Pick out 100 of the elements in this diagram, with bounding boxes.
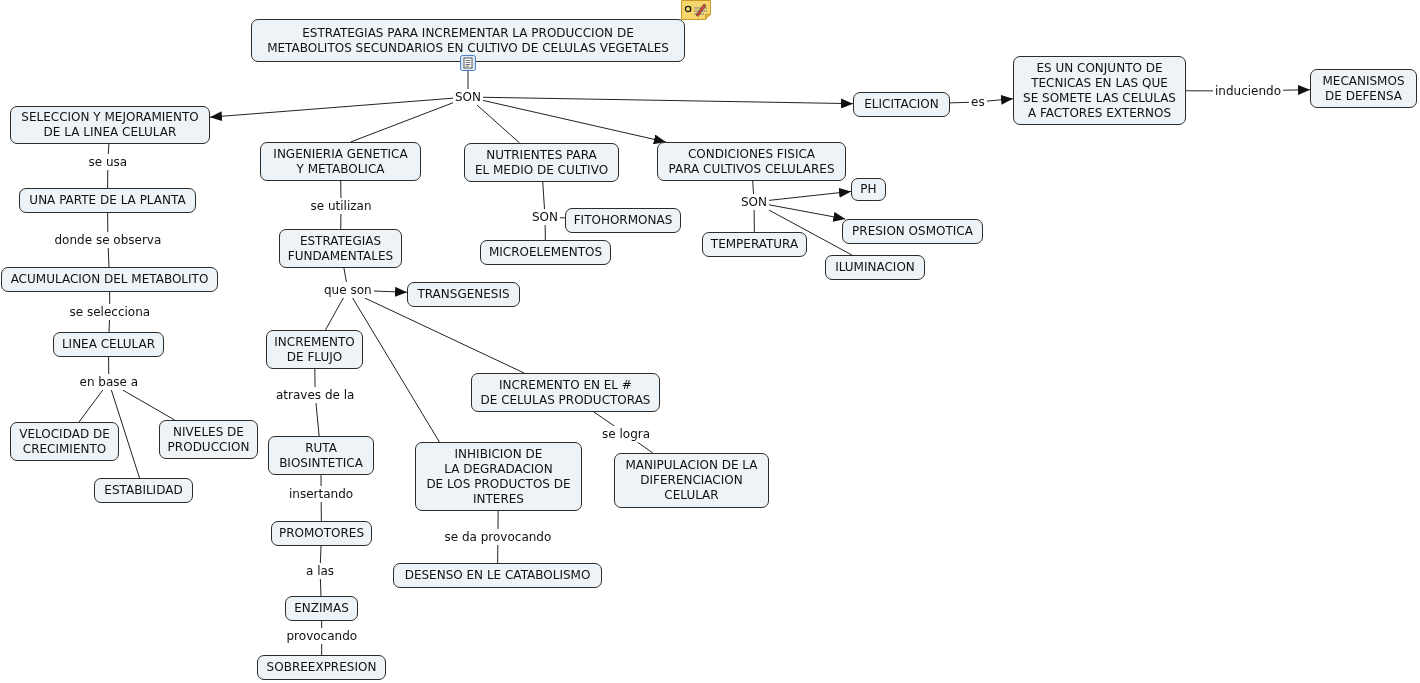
linking-phrase: se da provocando <box>442 529 554 545</box>
arrow <box>209 97 454 122</box>
concept-box <box>393 563 602 588</box>
concept-box <box>565 208 681 233</box>
concept-box <box>285 596 358 621</box>
connector-line <box>321 643 323 656</box>
concept-box <box>10 106 210 144</box>
concept-label: LINEA CELULAR <box>61 337 156 352</box>
concept-label: NUTRIENTES PARA EL MEDIO DE CULTIVO <box>474 147 609 178</box>
connector-line <box>107 169 109 189</box>
concept-label: VELOCIDAD DE CRECIMIENTO <box>19 426 110 457</box>
concept-box <box>842 219 983 244</box>
connector-line <box>110 389 140 479</box>
concept-label: SOBREEXPRESION <box>266 660 377 675</box>
concept-label: ES UN CONJUNTO DE TECNICAS EN LAS QUE SE SOMETE LAS CELULAS A FACTORES EXTERNOS <box>1023 60 1176 121</box>
concept-label: ENZIMAS <box>294 601 349 616</box>
connector-line <box>109 291 111 305</box>
connector-line <box>340 180 342 199</box>
concept-box <box>257 655 386 680</box>
arrow <box>1282 84 1311 95</box>
arrow <box>482 96 854 109</box>
concept-label: UNA PARTE DE LA PLANTA <box>29 193 186 208</box>
connector-line <box>107 212 109 233</box>
concept-label: RUTA BIOSINTETICA <box>279 440 363 471</box>
concept-label: INCREMENTO DE FLUJO <box>274 334 355 365</box>
concept-box <box>279 229 402 268</box>
concept-box <box>464 143 619 182</box>
concept-box <box>94 478 193 503</box>
concept-label: MECANISMOS DE DEFENSA <box>1322 73 1405 104</box>
connector-line <box>949 101 970 104</box>
concept-box <box>53 332 164 357</box>
connector-line <box>636 441 654 454</box>
concept-label: INCREMENTO EN EL # DE CELULAS PRODUCTORAS <box>480 377 651 408</box>
connector-line <box>319 545 322 564</box>
concept-label: FITOHORMONAS <box>573 213 673 228</box>
connector-line <box>752 180 755 195</box>
concept-box <box>415 442 582 511</box>
concept-box <box>268 436 374 475</box>
connector-line <box>476 104 521 144</box>
concept-label: ACUMULACION DEL METABOLITO <box>10 272 209 287</box>
connector-line <box>350 102 454 143</box>
connector-line <box>107 143 110 155</box>
linking-phrase: SON <box>739 194 770 210</box>
connector-line <box>352 297 440 443</box>
concept-box <box>1310 69 1417 108</box>
concept-label: SELECCION Y MEJORAMIENTO DE LA LINEA CELULAR <box>21 110 199 140</box>
connector-line <box>320 501 322 522</box>
connector-line <box>542 181 545 210</box>
concept-label: INGENIERIA GENETICA Y METABOLICA <box>273 146 408 177</box>
arrow <box>768 187 852 201</box>
connector-line <box>593 411 615 427</box>
arrow <box>482 99 667 145</box>
concept-box <box>851 178 886 201</box>
connector-line <box>320 474 322 487</box>
concept-box <box>657 142 846 181</box>
concept-box <box>10 422 119 461</box>
connector-line <box>559 217 566 219</box>
connector-line <box>497 544 499 564</box>
concept-label: INHIBICION DE LA DEGRADACION DE LOS PRODUCTOS DE INTERES <box>426 446 571 507</box>
arrow <box>768 204 846 222</box>
concept-box <box>1 267 218 292</box>
connector-line <box>122 389 176 421</box>
concept-label: DESENSO EN LE CATABOLISMO <box>404 568 591 583</box>
concept-label: PRESION OSMOTICA <box>852 224 973 239</box>
connector-line <box>315 402 320 437</box>
concept-box <box>159 420 258 459</box>
connector-line <box>544 224 546 241</box>
concept-label: ESTRATEGIAS FUNDAMENTALES <box>287 233 394 264</box>
connector-line <box>324 297 344 331</box>
concept-box <box>251 19 685 62</box>
concept-box <box>825 255 925 280</box>
concept-box <box>702 232 807 257</box>
concept-label: NIVELES DE PRODUCCION <box>167 424 250 455</box>
connector-line <box>108 356 110 375</box>
connector-line <box>1185 90 1214 92</box>
concept-box <box>480 240 611 265</box>
concept-label: CONDICIONES FISICA PARA CULTIVOS CELULARES <box>668 146 835 177</box>
linking-phrase: provocando <box>284 628 360 644</box>
concept-label: MANIPULACION DE LA DIFERENCIACION CELULAR <box>625 458 758 503</box>
concept-label: TEMPERATURA <box>710 237 799 252</box>
linking-phrase: se logra <box>600 426 653 442</box>
concept-box <box>19 188 196 213</box>
concept-box <box>260 142 421 181</box>
connector-line <box>319 578 322 597</box>
concept-box <box>614 453 769 508</box>
concept-box <box>266 330 363 369</box>
concept-label: PH <box>860 182 877 197</box>
connector-line <box>343 267 347 283</box>
connector-line <box>108 319 110 333</box>
concept-label: MICROELEMENTOS <box>488 245 603 260</box>
connector-line <box>107 247 110 268</box>
linking-phrase: en base a <box>77 374 141 390</box>
concept-label: ELICITACION <box>864 97 939 112</box>
concept-box <box>1013 56 1186 125</box>
arrow <box>373 286 408 297</box>
concept-label: ESTRATEGIAS PARA INCREMENTAR LA PRODUCCION DE METABOLITOS SECUNDARIOS EN CULTIVO DE CELULAS VEGETALES <box>267 25 669 56</box>
concept-box <box>853 92 950 117</box>
connector-line <box>753 209 755 233</box>
connector-line <box>321 620 323 629</box>
concept-label: TRANSGENESIS <box>417 287 510 302</box>
